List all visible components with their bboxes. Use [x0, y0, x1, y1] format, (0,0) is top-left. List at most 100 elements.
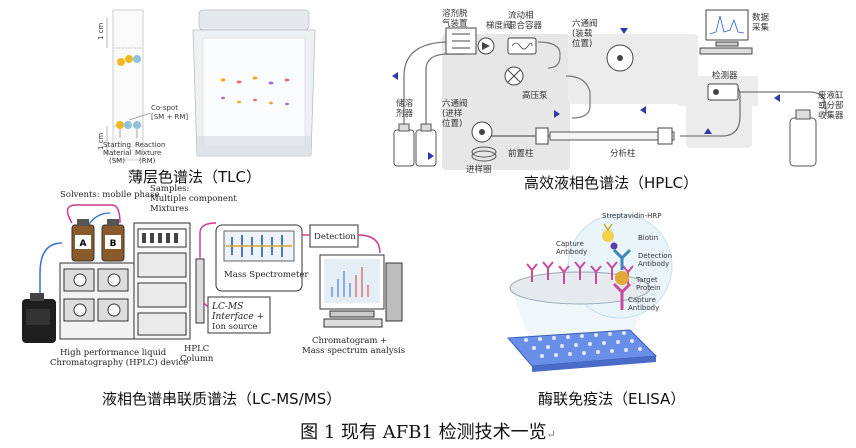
lcms-samples-label: Multiple component — [150, 194, 237, 204]
tlc-glass-chamber — [192, 9, 316, 157]
tlc-co-spot-label: Co-spot — [151, 104, 178, 112]
elisa-sandwich — [602, 223, 632, 310]
hplc-waste-label: 废液缸 — [818, 90, 844, 101]
hplc-pre-column-label: 前置柱 — [508, 148, 534, 159]
hplc-reservoir-label: 储溶 — [396, 98, 414, 109]
hplc-six-way-sample-label: 位置) — [442, 118, 462, 129]
lcms-detection-box — [309, 224, 359, 248]
hplc-data-label: 数据 — [752, 12, 770, 23]
svg-text:A: A — [80, 239, 87, 249]
lcms-hplc-column — [195, 258, 205, 324]
tlc-spot — [124, 121, 132, 129]
lcms-solvent-jug — [22, 293, 56, 343]
hplc-reservoir-bottle — [393, 123, 437, 167]
tlc-reaction-label: Reaction — [135, 141, 165, 149]
elisa-capture-bottom-label: Antibody — [628, 304, 659, 312]
lcms-ms-label: Mass Spectrometer — [224, 270, 309, 280]
hplc-degasser-label: 溶剂脱 — [442, 8, 468, 19]
hplc-waste-label: 或分部 — [818, 100, 844, 111]
lcms-column-label: Column — [180, 354, 214, 364]
hplc-detector-label: 检测器 — [712, 70, 738, 81]
lcms-computer — [319, 254, 403, 328]
lcms-interface-label: Interface + — [211, 312, 264, 322]
lcms-interface — [207, 296, 271, 334]
tlc-spot — [116, 121, 124, 129]
hplc-gradient-valve-label: 梯度阀 — [486, 20, 512, 31]
lcms-device-label: Chromatography (HPLC) device — [50, 357, 188, 368]
hplc-six-way-load-label: 六通阀 — [572, 18, 598, 29]
lcms-chromatogram-label: Mass spectrum analysis — [302, 346, 405, 356]
hplc-six-way-load-label: (装载 — [572, 28, 593, 39]
tlc-chamber-spots — [220, 76, 290, 106]
tlc-spot — [133, 121, 141, 129]
hplc-six-way-load-label: 位置) — [572, 38, 592, 49]
hplc-column — [549, 131, 675, 141]
tlc-spot — [117, 58, 125, 66]
figure-caption: 图 1 现有 AFB1 检测技术一览↵ — [0, 418, 856, 444]
hplc-data-label: 采集 — [752, 22, 770, 33]
elisa-capture-top-label: Capture — [556, 240, 584, 248]
hplc-mixer-label: 混合容器 — [508, 20, 543, 31]
hplc-mixer-label: 流动相 — [508, 10, 534, 21]
hplc-panel: 溶剂脱 气装置 梯度阀 流动相 混合容器 高压泵 六通阀 (进样 位置) 进样圈… — [390, 6, 850, 175]
lcms-solvents-label: Solvents: mobile phase — [60, 190, 159, 200]
tlc-plate — [112, 9, 144, 161]
elisa-illustration: Capture Antibody Streptavidin-HRP Biotin… — [506, 212, 673, 372]
hplc-waste-label: 收集器 — [818, 110, 844, 121]
elisa-antibody-array — [526, 261, 634, 284]
elisa-capture-bottom-label: Capture — [628, 296, 656, 304]
lcms-chromatogram-label: Chromatogram + — [312, 336, 387, 346]
hplc-mixer — [507, 37, 537, 55]
tlc-panel: 1 cm 1 cm Co-spot [SM + RM] Starting Mat… — [85, 8, 320, 180]
tlc-reaction-label: (RM) — [139, 157, 156, 165]
elisa-target-label: Protein — [636, 284, 661, 292]
hplc-flow-arrows — [392, 28, 780, 160]
lcms-samples-label: Samples: — [150, 184, 189, 194]
lcms-column-label: HPLC — [184, 344, 209, 354]
tlc-starting-label: Material — [103, 149, 131, 157]
elisa-microplate — [506, 329, 658, 372]
lcms-interface-label: LC-MS — [211, 302, 243, 312]
svg-text:B: B — [110, 239, 117, 249]
elisa-target-label: Target — [635, 276, 658, 284]
hplc-pre-column — [535, 127, 549, 145]
tlc-starting-label: (SM) — [109, 157, 125, 165]
hplc-loop-label: 进样圈 — [466, 164, 492, 174]
lcms-samples-label: Mixtures — [150, 204, 189, 214]
hplc-column-label: 分析柱 — [610, 148, 636, 159]
hplc-six-way-sample-label: (进样 — [442, 108, 463, 119]
tlc-reaction-label: Mixture — [135, 149, 161, 157]
elisa-streptavidin-label: Streptavidin-HRP — [602, 212, 661, 220]
hplc-illustration: 溶剂脱 气装置 梯度阀 流动相 混合容器 高压泵 六通阀 (进样 位置) 进样圈… — [392, 8, 844, 175]
lcms-detection-label: Detection — [314, 232, 356, 242]
hplc-caption: 高效液相色谱法（HPLC） — [524, 174, 699, 192]
hplc-reservoir-label: 剂器 — [396, 108, 414, 119]
hplc-degasser-label: 气装置 — [442, 18, 468, 29]
lcms-caption: 液相色谱串联质谱法（LC-MS/MS） — [102, 390, 342, 408]
lcms-device-label: High performance liquid — [60, 348, 167, 358]
hplc-computer — [699, 9, 753, 55]
hplc-six-way-sample-label: 六通阀 — [442, 98, 468, 109]
elisa-detection-label: Detection — [638, 252, 672, 260]
tlc-cm-top: 1 cm — [97, 22, 105, 40]
elisa-panel: Capture Antibody Streptavidin-HRP Biotin… — [480, 206, 680, 376]
figure-caption-text: 图 1 现有 AFB1 检测技术一览 — [300, 422, 547, 443]
return-mark: ↵ — [546, 428, 556, 441]
tlc-cm-bottom: 1 cm — [97, 132, 105, 150]
elisa-caption: 酶联免疫法（ELISA） — [538, 390, 686, 408]
tlc-caption: 薄层色谱法（TLC） — [128, 168, 261, 186]
elisa-biotin-label: Biotin — [638, 234, 658, 242]
lcms-interface-label: Ion source — [212, 322, 257, 332]
lcms-illustration: Solvents: mobile phase Samples: Multiple… — [22, 184, 405, 368]
hplc-detector — [707, 83, 739, 101]
tlc-spot — [133, 55, 141, 63]
lcms-panel: Solvents: mobile phase Samples: Multiple… — [20, 183, 420, 378]
elisa-capture-top-label: Antibody — [556, 248, 587, 256]
tlc-co-spot-sub: [SM + RM] — [151, 113, 188, 121]
tlc-starting-label: Starting — [103, 141, 131, 149]
hplc-pump-label: 高压泵 — [522, 90, 548, 101]
elisa-detection-label: Antibody — [638, 260, 669, 268]
lcms-bottle-a: A — [71, 219, 95, 262]
tlc-spot — [125, 55, 133, 63]
lcms-bottle-b: B — [101, 219, 125, 262]
